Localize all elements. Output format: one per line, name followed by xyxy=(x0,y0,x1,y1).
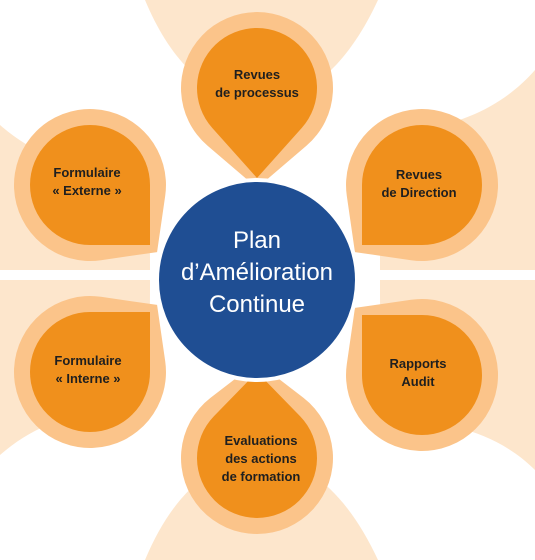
node-upper-right xyxy=(362,125,482,245)
node-top xyxy=(197,27,318,179)
node-lower-right xyxy=(362,315,482,435)
node-upper-left xyxy=(30,125,150,245)
petal-nodes xyxy=(30,27,482,518)
node-lower-left xyxy=(30,312,150,432)
node-bottom xyxy=(197,372,317,518)
center-circle xyxy=(155,178,359,382)
